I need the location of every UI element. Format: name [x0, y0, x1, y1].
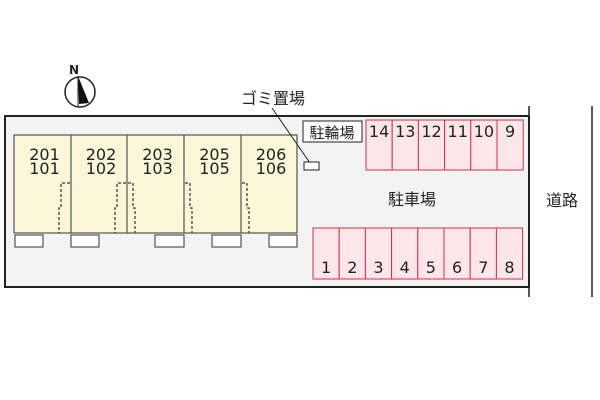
parking-space-4: [391, 227, 419, 280]
unit-lower-number: 103: [142, 159, 173, 178]
parking-space-3: [364, 227, 393, 280]
partition-dashed-line: [114, 182, 126, 233]
entrance-step: [14, 234, 44, 248]
parking-space-number: 4: [400, 258, 410, 277]
unit-upper-number: 205: [199, 145, 230, 164]
parking-space-number: 6: [452, 258, 462, 277]
entrance-step: [268, 234, 298, 248]
parking-space-number: 8: [504, 258, 514, 277]
unit-upper-number: 206: [256, 145, 287, 164]
bicycle-parking: [302, 120, 363, 143]
unit-block: [126, 134, 185, 234]
parking-space-number: 9: [505, 122, 515, 141]
garbage-station: [303, 161, 320, 171]
bicycle-parking-label: 駐輪場: [309, 124, 354, 142]
parking-space-2: [338, 227, 366, 280]
parking-space-8: [495, 227, 524, 280]
parking-space-number: 1: [321, 258, 331, 277]
parking-space-14: [365, 119, 393, 171]
unit-lower-number: 102: [86, 159, 117, 178]
unit-upper-number: 203: [142, 145, 173, 164]
unit-upper-number: 202: [86, 145, 117, 164]
unit-lower-number: 105: [199, 159, 230, 178]
parking-row-top: 14 13 12 11 10 9: [365, 119, 524, 171]
unit-block: [240, 134, 298, 234]
parking-space-9: [496, 119, 524, 171]
parking-space-5: [417, 227, 445, 280]
garbage-leader-line: [271, 107, 311, 164]
parking-space-number: 14: [369, 122, 389, 141]
north-compass-icon: N: [64, 63, 96, 108]
parking-label: 駐車場: [388, 190, 436, 209]
partition-dashed-line: [58, 182, 70, 233]
partition-dashed-line: [185, 182, 193, 233]
unit-block: [70, 134, 128, 234]
parking-space-number: 13: [395, 122, 415, 141]
parking-space-10: [470, 119, 498, 171]
unit-lower-number: 106: [256, 159, 287, 178]
parking-space-number: 3: [373, 258, 383, 277]
parking-space-number: 5: [426, 258, 436, 277]
parking-space-number: 12: [421, 122, 441, 141]
parking-space-12: [417, 119, 446, 171]
entrance-step: [70, 234, 100, 248]
parking-space-number: 2: [347, 258, 357, 277]
partition-dashed-line: [242, 182, 250, 233]
garbage-label: ゴミ置場: [241, 89, 305, 108]
road-label: 道路: [546, 191, 578, 210]
north-label: N: [69, 63, 79, 77]
entrance-step: [154, 234, 185, 248]
parking-space-7: [469, 227, 497, 280]
parking-space-6: [443, 227, 471, 280]
unit-upper-number: 201: [29, 145, 60, 164]
parking-space-number: 10: [474, 122, 494, 141]
partition-dashed-line: [128, 182, 136, 233]
parking-space-number: 11: [448, 122, 468, 141]
unit-block: [183, 134, 242, 234]
parking-space-number: 7: [478, 258, 488, 277]
entrance-step: [211, 234, 242, 248]
unit-lower-number: 101: [29, 159, 60, 178]
